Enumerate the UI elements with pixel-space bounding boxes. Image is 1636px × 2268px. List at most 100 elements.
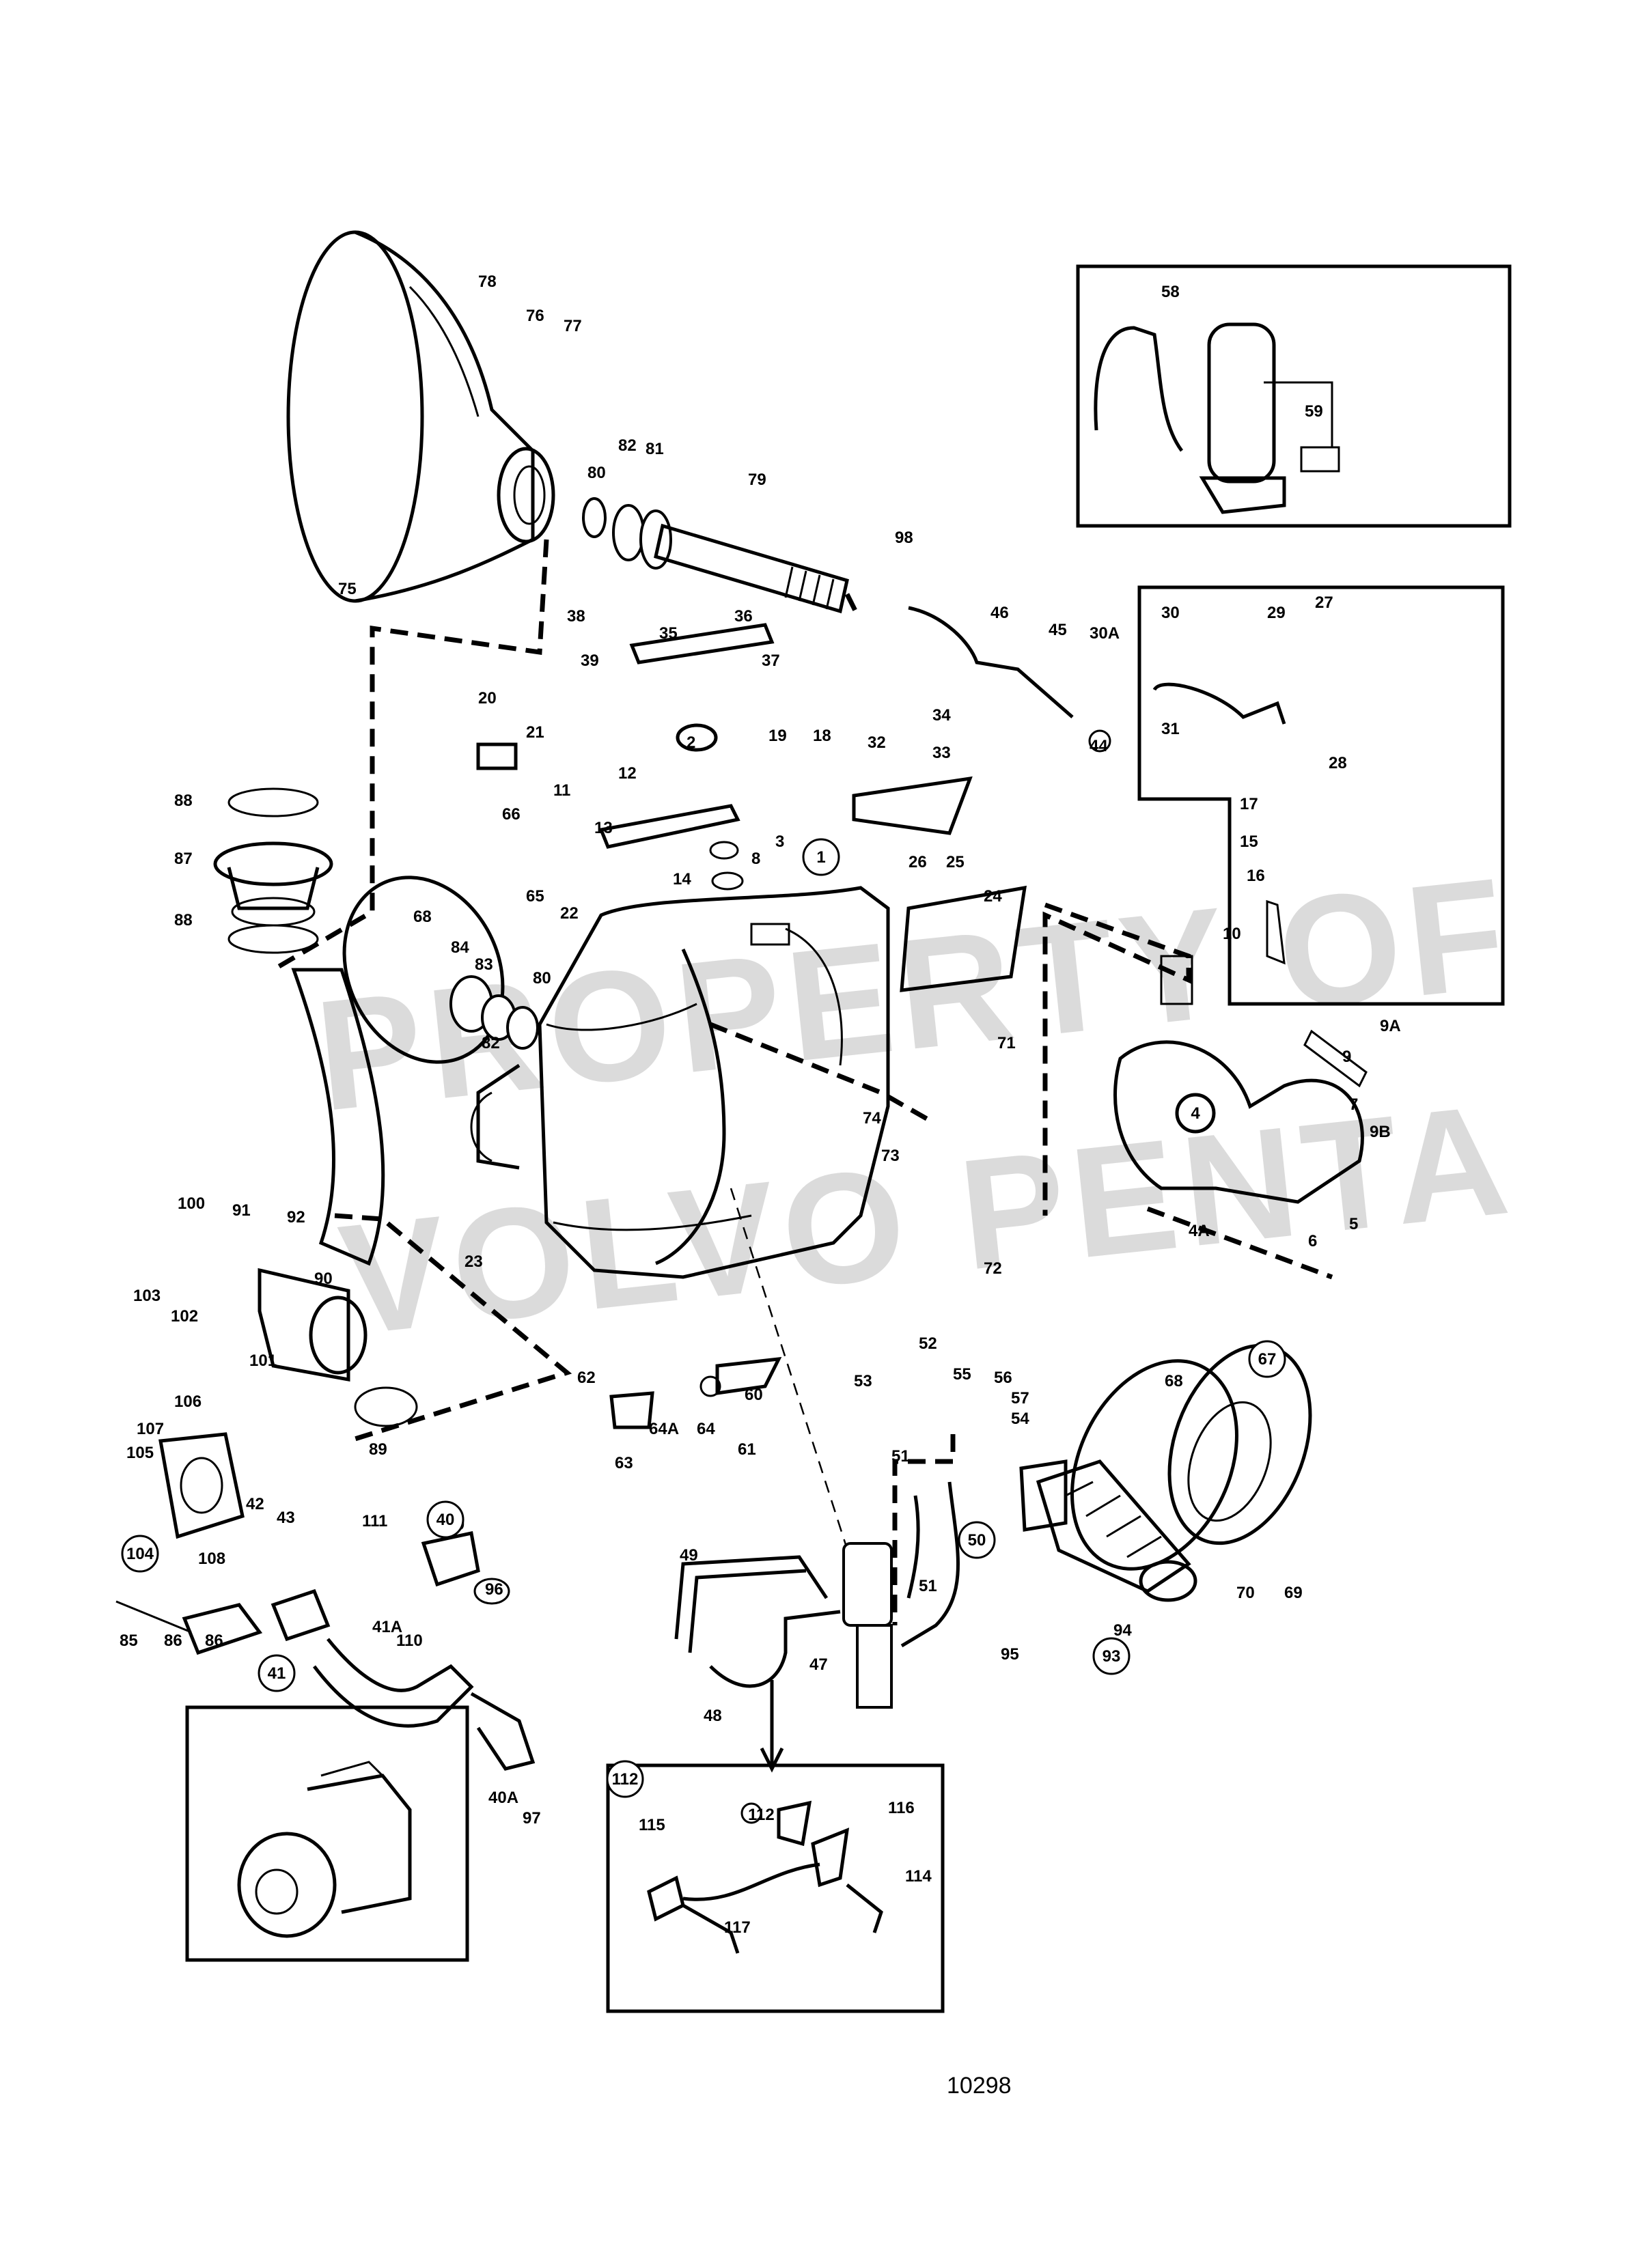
part-label-79: 79 [748, 471, 766, 489]
part-label-48: 48 [704, 1707, 722, 1725]
dashed-line-47 [730, 1188, 862, 1592]
part-label-33: 33 [932, 744, 951, 762]
part-label-63: 63 [615, 1454, 633, 1472]
part-label-37: 37 [762, 652, 780, 670]
part-label-10: 10 [1223, 925, 1241, 943]
part-label-34: 34 [932, 706, 951, 725]
circled-label-50: 50 [958, 1521, 996, 1559]
part-label-45: 45 [1049, 621, 1067, 639]
part-label-80: 80 [587, 464, 606, 482]
part-label-28: 28 [1329, 754, 1347, 772]
circled-label-41: 41 [258, 1654, 296, 1692]
part-label-92: 92 [287, 1208, 305, 1227]
steering-parts [476, 606, 1286, 992]
part-label-66: 66 [502, 805, 521, 824]
part-label-98: 98 [895, 529, 913, 547]
ground-strap-112 [647, 1800, 883, 1954]
part-label-41A: 41A [372, 1618, 402, 1636]
part-label-21: 21 [526, 723, 544, 742]
part-label-46: 46 [990, 604, 1009, 622]
inset-box-10-31 [1137, 585, 1505, 1006]
part-label-78: 78 [478, 272, 497, 291]
svg-text:112: 112 [612, 1770, 639, 1789]
part-label-30: 30 [1161, 604, 1180, 622]
pipe-flange-block [258, 1268, 350, 1382]
part-label-59: 59 [1305, 402, 1323, 421]
part-label-86: 86 [164, 1632, 182, 1650]
part-label-75: 75 [338, 580, 357, 598]
inset-box-99 [185, 1705, 469, 1962]
part-label-87: 87 [174, 850, 193, 868]
dashed-line-shaft [272, 539, 549, 972]
part-label-25: 25 [946, 853, 965, 871]
part-label-102: 102 [171, 1307, 198, 1326]
svg-text:4: 4 [1191, 1104, 1200, 1123]
dashed-line-90 [334, 1213, 572, 1444]
part-label-27: 27 [1315, 593, 1333, 612]
part-label-112: 112 [748, 1806, 775, 1824]
part-label-83: 83 [475, 955, 493, 974]
part-label-24: 24 [984, 887, 1002, 906]
svg-text:1: 1 [816, 848, 825, 867]
pipe-flange-opening [309, 1296, 368, 1375]
part-label-72: 72 [984, 1259, 1002, 1278]
part-label-82: 82 [618, 436, 637, 455]
part-label-73: 73 [881, 1147, 900, 1165]
part-label-8: 8 [751, 850, 760, 868]
part-label-32: 32 [868, 733, 886, 752]
part-label-35: 35 [659, 624, 678, 643]
part-label-88: 88 [174, 792, 193, 810]
part-label-2: 2 [687, 733, 695, 752]
part-label-94: 94 [1113, 1621, 1132, 1640]
part-label-55: 55 [953, 1365, 971, 1384]
circled-label-104: 104 [121, 1535, 159, 1573]
exhaust-pipe-90 [291, 968, 385, 1266]
part-label-57: 57 [1011, 1389, 1029, 1408]
part-label-60: 60 [745, 1386, 763, 1404]
part-label-54: 54 [1011, 1410, 1029, 1428]
svg-text:50: 50 [968, 1531, 986, 1550]
part-label-106: 106 [174, 1392, 202, 1411]
part-label-15: 15 [1240, 832, 1258, 851]
part-label-97: 97 [523, 1809, 541, 1828]
part-label-52: 52 [919, 1334, 937, 1353]
part-label-9: 9 [1342, 1048, 1351, 1066]
part-label-115: 115 [639, 1816, 665, 1834]
pump-99 [237, 1761, 412, 1938]
dashed-line-51 [892, 1434, 956, 1625]
part-label-70: 70 [1236, 1584, 1255, 1602]
part-label-49: 49 [680, 1546, 698, 1565]
part-label-4A: 4A [1189, 1222, 1210, 1240]
part-label-39: 39 [581, 652, 599, 670]
dashed-line-71 [709, 1022, 930, 1123]
part-label-103: 103 [133, 1287, 161, 1305]
part-label-58: 58 [1161, 283, 1180, 301]
part-label-47: 47 [809, 1655, 828, 1674]
circled-label-67: 67 [1248, 1340, 1286, 1378]
part-label-96: 96 [485, 1580, 503, 1599]
dashed-line-shaft-end [844, 593, 860, 616]
part-label-44: 44 [1090, 737, 1108, 755]
part-label-114: 114 [905, 1867, 932, 1886]
part-label-29: 29 [1267, 604, 1286, 622]
dashed-line-5 [1146, 1206, 1333, 1280]
part-label-16: 16 [1247, 867, 1265, 885]
svg-text:93: 93 [1103, 1647, 1121, 1666]
part-label-19: 19 [768, 727, 787, 745]
part-label-51: 51 [919, 1577, 937, 1595]
o-ring-89 [354, 1386, 418, 1427]
part-label-13: 13 [594, 819, 613, 837]
part-label-11: 11 [553, 781, 570, 800]
water-pump-parts [115, 1432, 536, 1771]
part-label-74: 74 [863, 1109, 881, 1128]
part-label-89: 89 [369, 1440, 387, 1459]
part-label-40A: 40A [488, 1789, 518, 1807]
part-label-42: 42 [246, 1495, 264, 1513]
part-label-68: 68 [1165, 1372, 1183, 1390]
part-label-5: 5 [1349, 1215, 1358, 1233]
part-label-81: 81 [646, 440, 664, 458]
part-label-101: 101 [249, 1352, 277, 1370]
